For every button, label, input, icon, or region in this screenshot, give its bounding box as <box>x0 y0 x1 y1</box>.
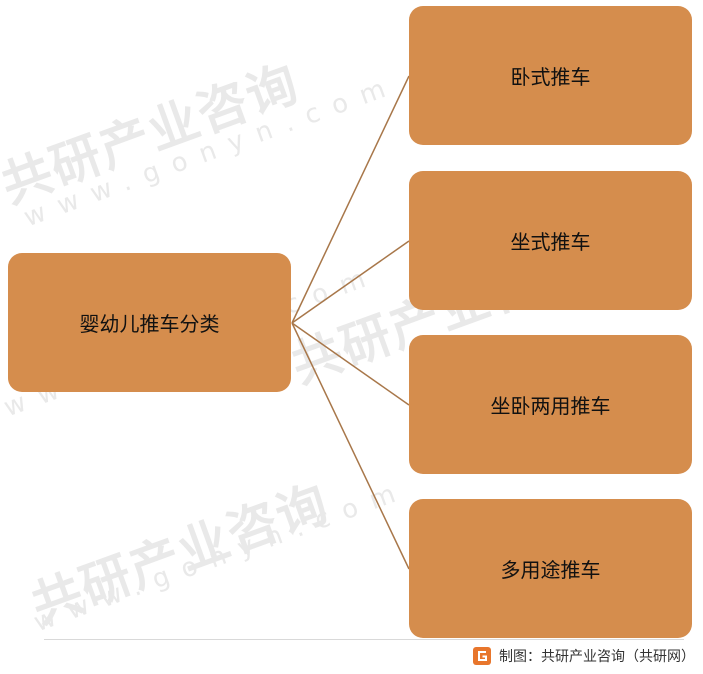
child-node-label: 卧式推车 <box>510 65 591 89</box>
child-node-label: 坐卧两用推车 <box>490 394 611 418</box>
source-text: 制图：共研产业咨询（共研网） <box>499 649 695 665</box>
child-node-3: 坐卧两用推车 <box>409 335 692 474</box>
source-footer: 制图：共研产业咨询（共研网） <box>473 646 695 666</box>
root-node-label: 婴幼儿推车分类 <box>79 312 220 336</box>
connector-line-3 <box>291 322 410 406</box>
connector-line-4 <box>291 322 410 570</box>
connector-line-1 <box>291 75 410 324</box>
root-node: 婴幼儿推车分类 <box>8 253 291 392</box>
child-node-label: 坐式推车 <box>510 230 591 254</box>
child-node-1: 卧式推车 <box>409 6 692 145</box>
footer-divider <box>44 639 684 640</box>
gonyn-logo-icon <box>473 647 491 665</box>
child-node-4: 多用途推车 <box>409 499 692 638</box>
child-node-2: 坐式推车 <box>409 171 692 310</box>
connector-line-2 <box>291 240 410 324</box>
child-node-label: 多用途推车 <box>500 558 601 582</box>
